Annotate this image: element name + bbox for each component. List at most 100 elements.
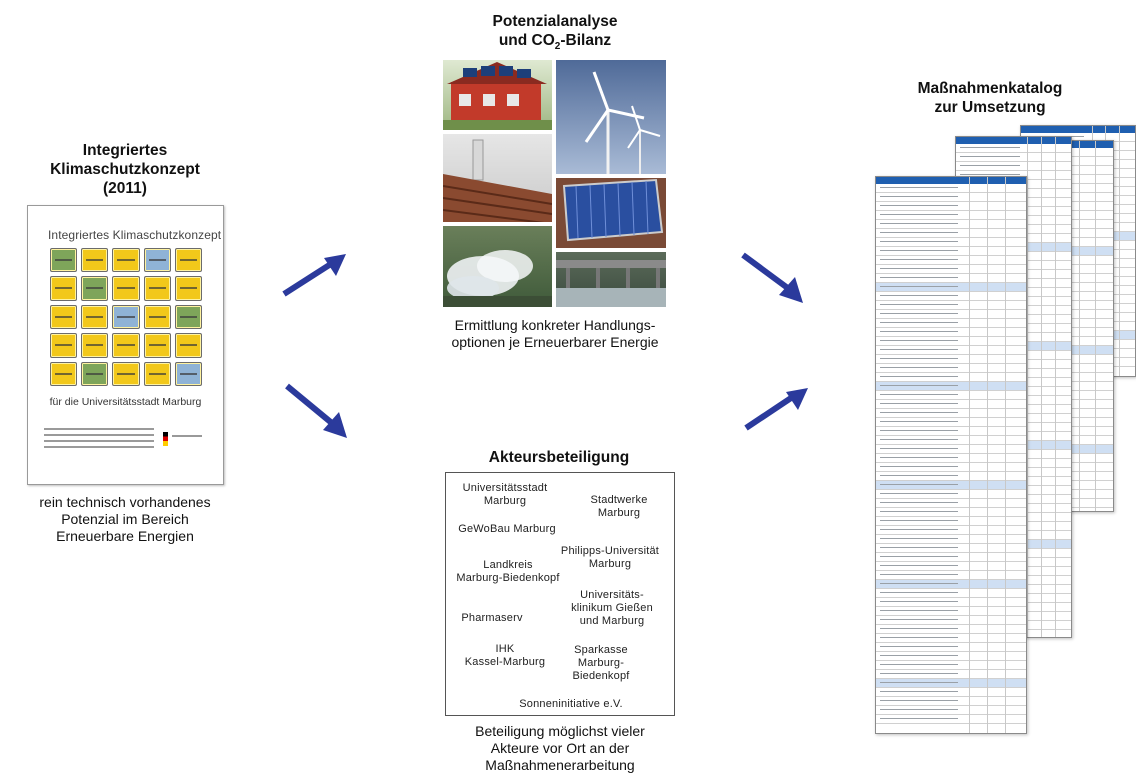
actor-line: Universitätsstadt — [462, 482, 548, 494]
bottom-caption: Beteiligung möglichst vieler Akteure vor… — [420, 723, 700, 774]
table-row — [876, 382, 1026, 391]
actor-line: Pharmaserv — [461, 612, 523, 624]
table-row — [876, 301, 1026, 310]
table-column-rule — [987, 177, 988, 733]
catalog-page-front — [875, 176, 1027, 734]
town-sign — [143, 361, 171, 386]
arrow-down-right-right — [741, 252, 803, 303]
wind-turbines-photo — [556, 60, 666, 174]
table-row — [876, 292, 1026, 301]
actor-stadtwerke: Stadtwerke Marburg — [574, 494, 664, 520]
table-row — [876, 454, 1026, 463]
table-row — [876, 499, 1026, 508]
town-sign — [50, 361, 78, 386]
table-row — [876, 625, 1026, 634]
bottom-title: Akteursbeteiligung — [440, 448, 678, 467]
geothermal-photo — [443, 226, 552, 307]
bottom-caption-line-1: Beteiligung möglichst vieler — [475, 723, 645, 739]
title-bilanz-text: -Bilanz — [560, 32, 612, 49]
town-sign — [81, 304, 109, 330]
table-row — [876, 346, 1026, 355]
table-header-bar — [876, 177, 1026, 184]
town-sign — [81, 361, 109, 386]
actor-line: Landkreis — [483, 559, 533, 571]
table-row — [876, 571, 1026, 580]
table-row — [876, 355, 1026, 364]
right-title-line-2: zur Umsetzung — [934, 99, 1046, 116]
right-title-line-1: Maßnahmenkatalog — [917, 80, 1063, 97]
town-signs-grid — [50, 248, 202, 386]
table-column-rule — [1041, 137, 1042, 637]
actor-line: IHK — [495, 643, 515, 655]
table-row — [876, 184, 1026, 193]
solar-house-photo — [443, 60, 552, 130]
table-row — [876, 202, 1026, 211]
town-sign — [112, 333, 140, 358]
table-row — [876, 319, 1026, 328]
actor-line: Biedenkopf — [572, 670, 630, 682]
town-sign — [174, 248, 202, 273]
town-sign — [81, 333, 109, 358]
table-row — [876, 238, 1026, 247]
table-row — [876, 643, 1026, 652]
table-row — [876, 364, 1026, 373]
table-header-bar — [956, 137, 1071, 144]
top-caption-line-1: Ermittlung konkreter Handlungs- — [454, 317, 656, 333]
town-sign — [112, 304, 140, 330]
table-row — [876, 283, 1026, 292]
hydro-weir-photo — [556, 252, 666, 307]
actor-line: Sparkasse — [574, 644, 628, 656]
town-sign — [50, 276, 78, 301]
table-row — [876, 445, 1026, 454]
table-row — [876, 688, 1026, 697]
table-row — [876, 670, 1026, 679]
actor-pharmaserv: Pharmaserv — [450, 612, 534, 625]
table-row — [876, 274, 1026, 283]
town-sign — [174, 361, 202, 386]
table-row — [876, 580, 1026, 589]
town-sign — [174, 276, 202, 301]
cover-subtitle: für die Universitätsstadt Marburg — [49, 396, 202, 408]
solar-thermal-photo — [556, 178, 666, 248]
table-row — [876, 463, 1026, 472]
table-row — [876, 427, 1026, 436]
actor-line: Marburg — [597, 507, 641, 519]
actor-line: Marburg- — [577, 657, 625, 669]
actor-landkreis: Landkreis Marburg-Biedenkopf — [446, 559, 570, 585]
table-row — [876, 328, 1026, 337]
table-row — [876, 544, 1026, 553]
town-sign — [174, 304, 202, 330]
table-row — [876, 517, 1026, 526]
bottom-caption-line-2: Akteure vor Ort an der — [490, 740, 630, 756]
actor-line: Universitäts- — [580, 589, 644, 601]
town-sign — [50, 304, 78, 330]
table-row — [876, 337, 1026, 346]
actor-sparkasse: Sparkasse Marburg- Biedenkopf — [556, 644, 646, 683]
table-header-bar — [1021, 126, 1135, 133]
table-row — [876, 310, 1026, 319]
table-row — [876, 373, 1026, 382]
town-sign — [143, 248, 171, 273]
table-row — [956, 144, 1071, 153]
table-row — [876, 634, 1026, 643]
arrow-up-right-right — [744, 388, 808, 431]
town-sign — [112, 361, 140, 386]
town-sign — [174, 333, 202, 358]
table-row — [876, 409, 1026, 418]
table-row — [876, 616, 1026, 625]
table-row — [876, 265, 1026, 274]
town-sign — [143, 304, 171, 330]
table-row — [876, 706, 1026, 715]
table-row — [876, 589, 1026, 598]
table-column-rule — [1119, 126, 1120, 376]
table-row — [876, 535, 1026, 544]
measures-catalog-stack — [870, 120, 1136, 740]
bottom-caption-line-3: Maßnahmenerarbeitung — [485, 757, 635, 773]
table-row — [876, 661, 1026, 670]
table-row — [876, 247, 1026, 256]
table-row — [876, 193, 1026, 202]
left-title-line-1: Integriertes — [82, 142, 168, 159]
left-title-line-3: (2011) — [103, 180, 147, 197]
table-row — [876, 715, 1026, 724]
top-caption: Ermittlung konkreter Handlungs- optionen… — [405, 317, 705, 351]
